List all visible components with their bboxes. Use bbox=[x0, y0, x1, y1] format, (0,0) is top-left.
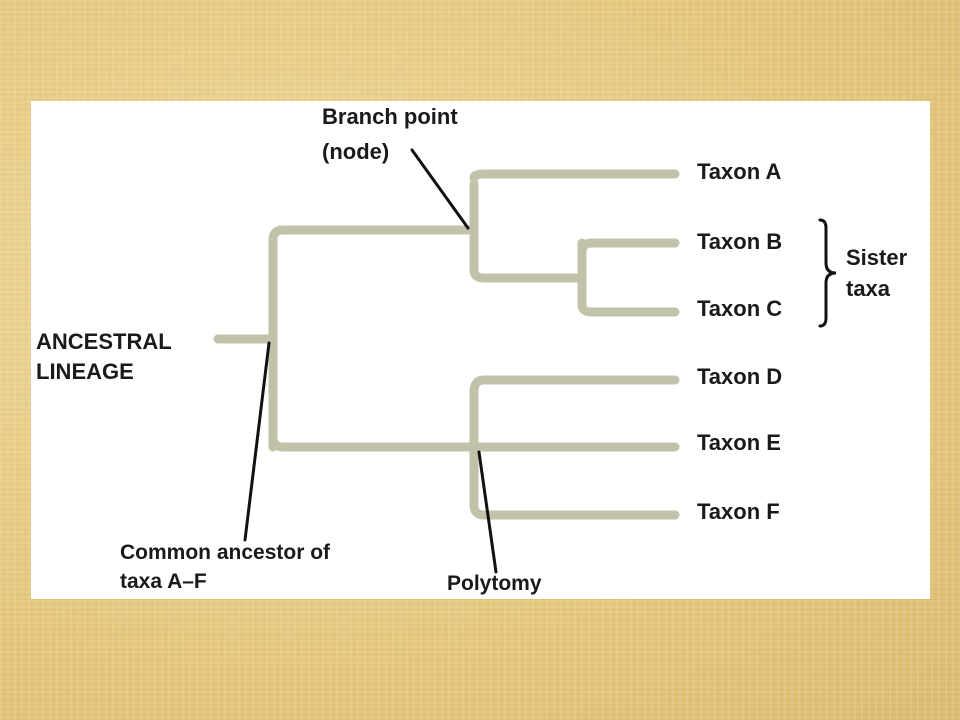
polytomy-pointer bbox=[477, 450, 498, 574]
polytomy-label: Polytomy bbox=[447, 572, 542, 595]
taxon-e-label: Taxon E bbox=[697, 430, 781, 455]
sister-bc-branch bbox=[577, 238, 680, 317]
taxon-c-label: Taxon C bbox=[697, 296, 783, 321]
common-ancestor-pointer bbox=[243, 341, 271, 542]
node-label: (node) bbox=[322, 139, 390, 164]
taxon-a-label: Taxon A bbox=[697, 159, 782, 184]
sister-label: Sister bbox=[846, 245, 908, 270]
polytomy-branch bbox=[469, 375, 680, 520]
common-ancestor-label: Common ancestor of bbox=[120, 541, 331, 564]
taxa-a-f-label: taxa A–F bbox=[120, 570, 207, 593]
taxa-label: taxa bbox=[846, 276, 891, 301]
branch-point-label: Branch point bbox=[322, 104, 458, 129]
lineage-label: LINEAGE bbox=[36, 359, 134, 384]
taxon-b-label: Taxon B bbox=[697, 229, 783, 254]
ancestral-label: ANCESTRAL bbox=[36, 329, 172, 354]
sister-taxa-bracket bbox=[818, 218, 837, 328]
taxon-d-label: Taxon D bbox=[697, 364, 783, 389]
taxon-f-label: Taxon F bbox=[697, 499, 780, 524]
root-node-branch bbox=[268, 225, 479, 452]
branch-point-pointer bbox=[410, 148, 470, 230]
upper-clade-branch bbox=[469, 169, 680, 283]
